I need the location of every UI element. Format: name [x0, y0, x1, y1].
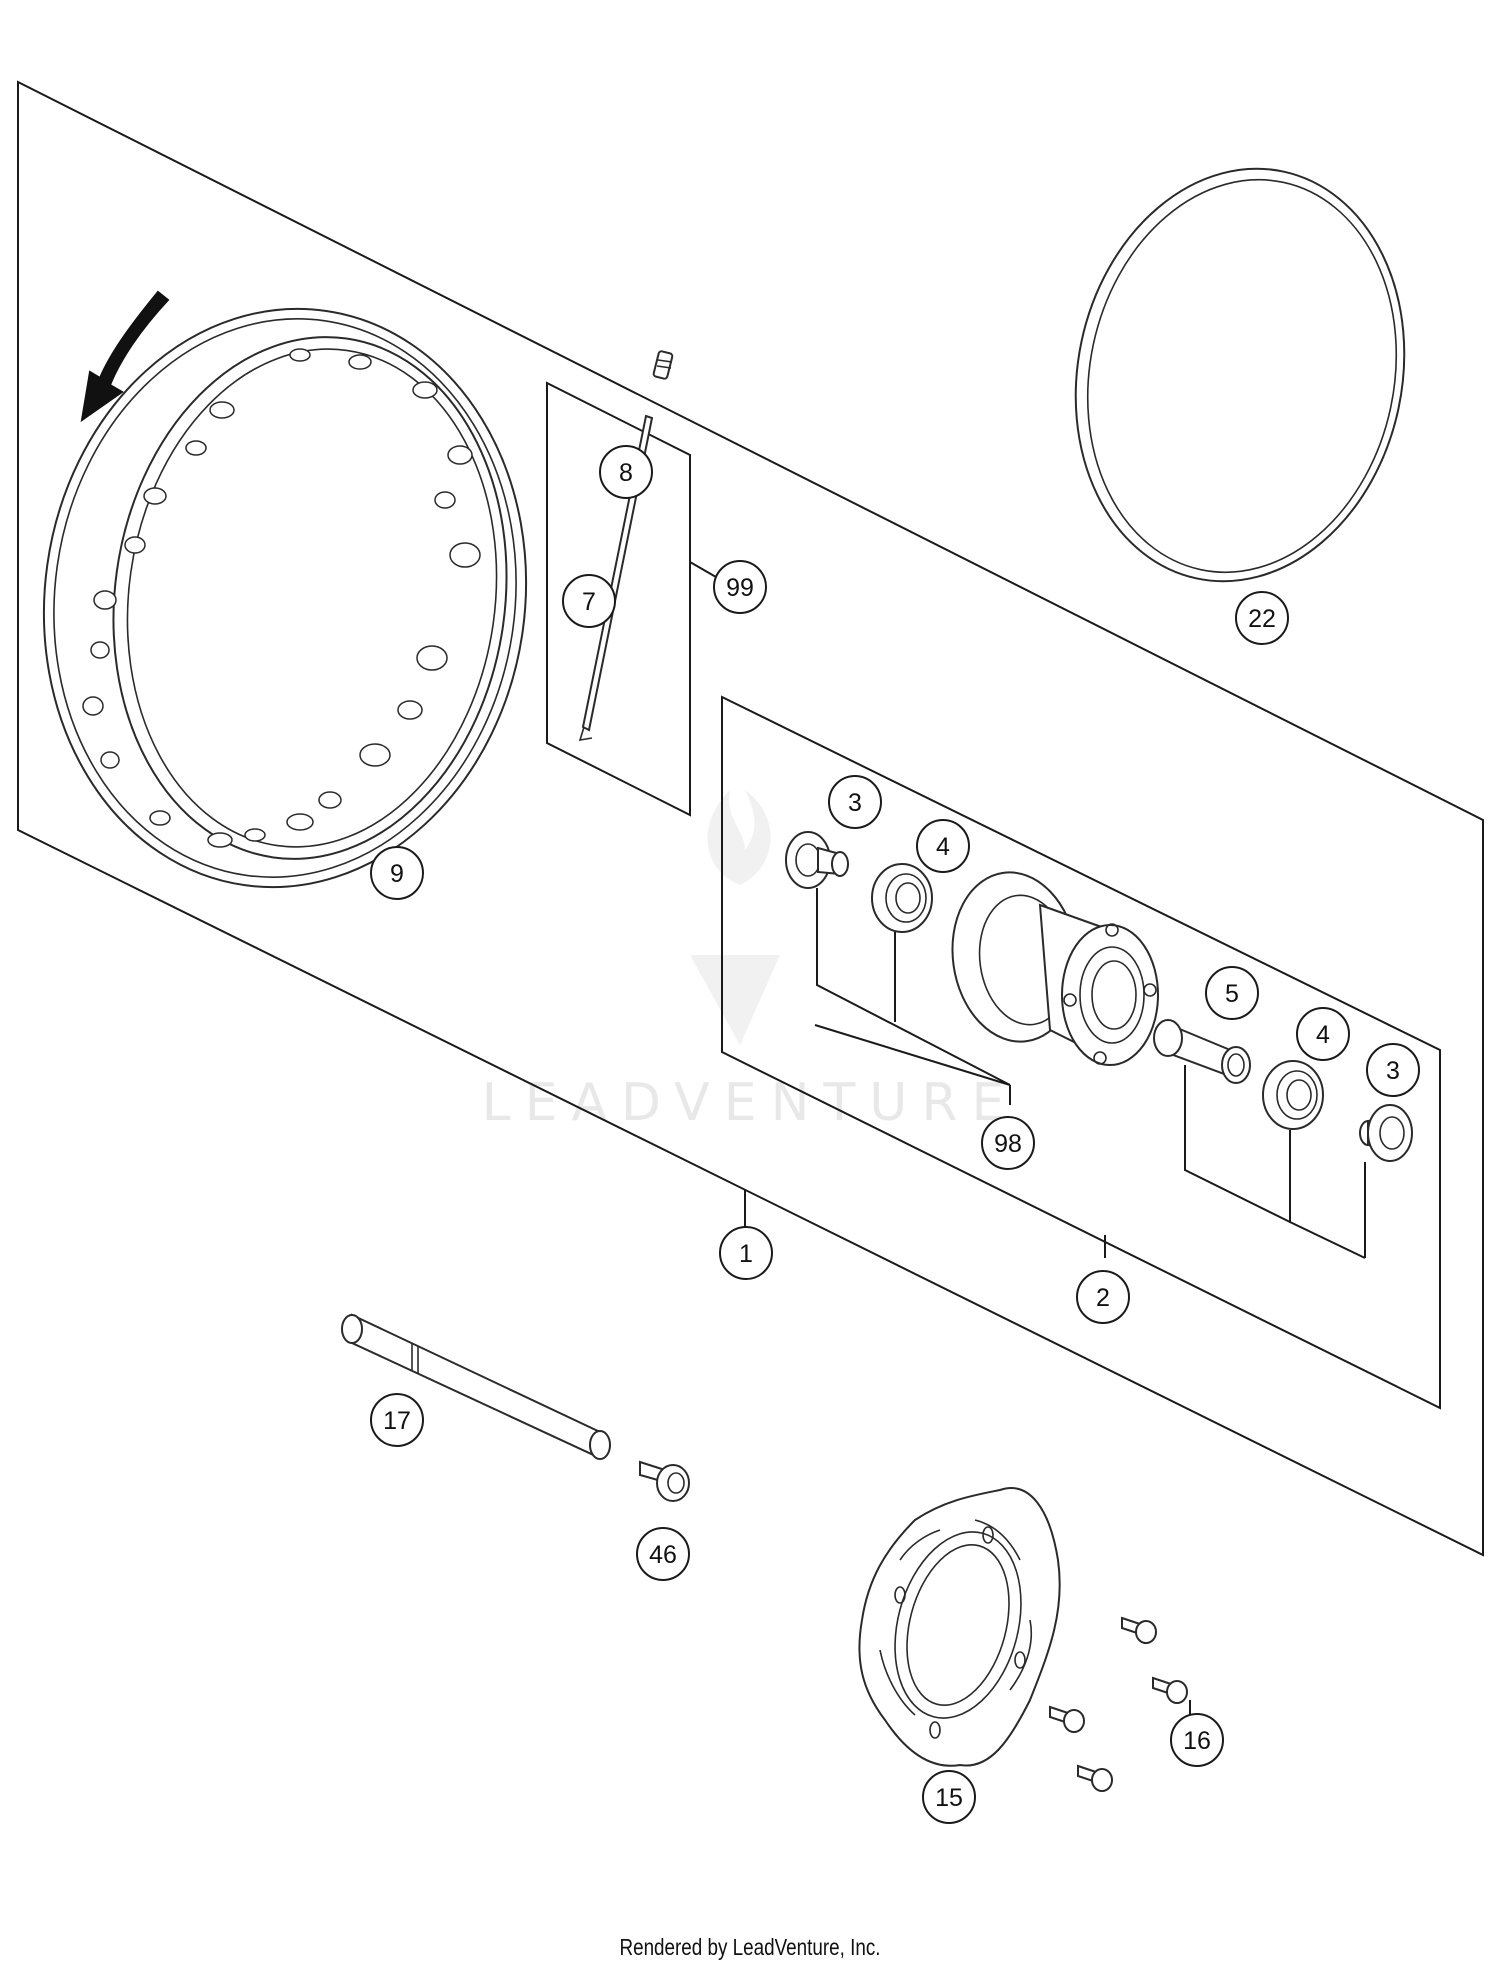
- callout-8: 8: [599, 445, 653, 499]
- distance-sleeve-part: [1153, 1019, 1251, 1084]
- callout-5: 5: [1205, 966, 1259, 1020]
- svg-text:46: 46: [649, 1541, 677, 1569]
- wheel-hub-part: [951, 871, 1159, 1066]
- svg-text:4: 4: [936, 833, 950, 861]
- callout-4-left: 4: [916, 819, 970, 873]
- spoke-nipple-part: [652, 350, 674, 380]
- callout-46: 46: [636, 1527, 690, 1581]
- callout-3-right: 3: [1366, 1043, 1420, 1097]
- svg-text:1: 1: [739, 1240, 753, 1268]
- leader-lines: [689, 561, 1366, 1720]
- callout-3-left: 3: [828, 775, 882, 829]
- callout-98: 98: [981, 1116, 1035, 1170]
- watermark-logo: [690, 790, 780, 1045]
- rotation-arrow-icon: [80, 290, 170, 423]
- spindle-screw-part: [639, 1460, 690, 1502]
- svg-text:99: 99: [726, 574, 754, 602]
- footer-credit: Rendered by LeadVenture, Inc.: [619, 1934, 881, 1960]
- svg-text:4: 4: [1316, 1021, 1330, 1049]
- hub-assembly-plate: [721, 695, 1441, 1410]
- svg-text:3: 3: [1386, 1057, 1400, 1085]
- callout-1: 1: [719, 1226, 773, 1280]
- svg-text:5: 5: [1225, 980, 1239, 1008]
- callout-9: 9: [370, 846, 424, 900]
- callout-99: 99: [713, 560, 767, 614]
- svg-text:9: 9: [390, 860, 404, 888]
- callout-16: 16: [1170, 1713, 1224, 1767]
- svg-text:2: 2: [1096, 1284, 1110, 1312]
- callout-2: 2: [1076, 1270, 1130, 1324]
- svg-text:15: 15: [935, 1784, 963, 1812]
- svg-text:17: 17: [383, 1407, 411, 1435]
- bracket-98: [814, 1024, 1011, 1086]
- svg-text:7: 7: [582, 588, 596, 616]
- brake-disc-screws-part: [1049, 1616, 1188, 1792]
- watermark-text: LEADVENTURE: [482, 1073, 1019, 1133]
- callout-15: 15: [922, 1770, 976, 1824]
- brake-disc-part: [858, 1487, 1061, 1767]
- svg-text:22: 22: [1248, 605, 1276, 633]
- svg-text:3: 3: [848, 789, 862, 817]
- bearing-right-part: [1262, 1060, 1324, 1130]
- rim-part: [42, 307, 528, 889]
- svg-text:8: 8: [619, 459, 633, 487]
- wheel-assembly-plate: [17, 80, 1484, 1557]
- wheel-spindle-part: [341, 1313, 611, 1460]
- callout-17: 17: [370, 1393, 424, 1447]
- bearing-left-part: [871, 863, 933, 933]
- callout-4-right: 4: [1296, 1007, 1350, 1061]
- spacer-right-part: [1359, 1104, 1413, 1162]
- callout-7: 7: [562, 574, 616, 628]
- svg-text:98: 98: [994, 1130, 1022, 1158]
- spacer-left-part: [785, 831, 849, 889]
- callout-22: 22: [1235, 591, 1289, 645]
- rim-tape-part: [1074, 167, 1406, 583]
- svg-text:16: 16: [1183, 1727, 1211, 1755]
